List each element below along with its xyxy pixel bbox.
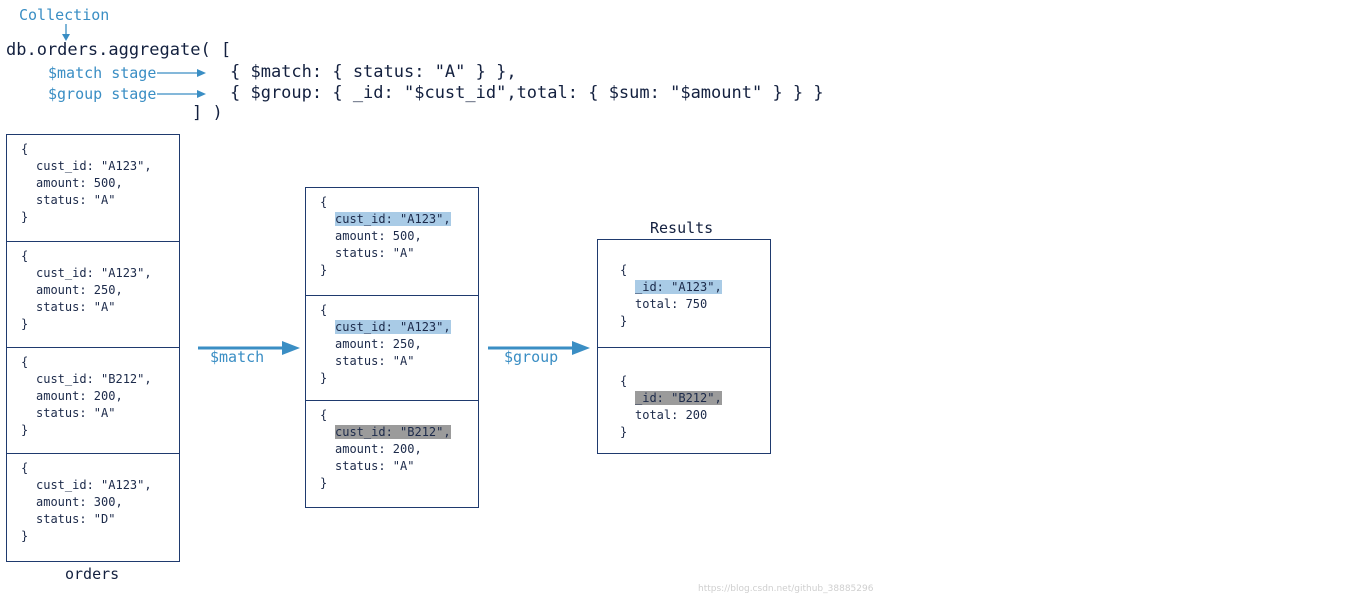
collection-arrow-icon <box>62 24 70 41</box>
doc-close-brace: } <box>320 263 328 277</box>
code-line-aggregate: db.orders.aggregate( [ <box>6 40 232 60</box>
doc-open-brace: { <box>320 303 328 317</box>
doc-cust-id-highlight: cust_id: "A123", <box>335 212 451 226</box>
doc-total: total: 200 <box>635 408 708 422</box>
doc-cust-id: cust_id: "A123", <box>36 159 152 173</box>
doc-amount: amount: 500, <box>36 176 123 190</box>
doc-close-brace: } <box>320 371 328 385</box>
matched-document: { cust_id: "A123", amount: 500, status: … <box>306 188 478 296</box>
doc-status: status: "D" <box>36 512 116 526</box>
doc-status: status: "A" <box>36 406 116 420</box>
doc-amount: amount: 200, <box>335 442 422 456</box>
match-stage-annotation: $match stage <box>48 64 157 82</box>
results-label: Results <box>650 219 714 237</box>
match-stage-label: $match <box>210 348 265 366</box>
doc-open-brace: { <box>320 195 328 209</box>
doc-close-brace: } <box>21 529 29 543</box>
doc-cust-id-highlight: cust_id: "A123", <box>335 320 451 334</box>
matched-document: { cust_id: "B212", amount: 200, status: … <box>306 400 478 506</box>
doc-id-highlight: _id: "A123", <box>635 280 722 294</box>
doc-close-brace: } <box>320 476 328 490</box>
doc-status: status: "A" <box>335 459 415 473</box>
doc-status: status: "A" <box>36 300 116 314</box>
orders-document: { cust_id: "A123", amount: 250, status: … <box>7 241 179 348</box>
orders-document: { cust_id: "B212", amount: 200, status: … <box>7 347 179 454</box>
matched-documents-box: { cust_id: "A123", amount: 500, status: … <box>305 187 479 508</box>
doc-amount: amount: 500, <box>335 229 422 243</box>
doc-open-brace: { <box>21 142 29 156</box>
collection-annotation: Collection <box>19 6 110 24</box>
doc-amount: amount: 250, <box>36 283 123 297</box>
doc-open-brace: { <box>21 355 29 369</box>
doc-close-brace: } <box>21 317 29 331</box>
doc-id-highlight: _id: "B212", <box>635 391 722 405</box>
doc-amount: amount: 200, <box>36 389 123 403</box>
watermark: https://blog.csdn.net/github_38885296 <box>698 584 874 594</box>
group-stage-label: $group <box>504 348 559 366</box>
doc-status: status: "A" <box>36 193 116 207</box>
doc-amount: amount: 250, <box>335 337 422 351</box>
doc-status: status: "A" <box>335 246 415 260</box>
doc-close-brace: } <box>21 423 29 437</box>
doc-cust-id: cust_id: "A123", <box>36 478 152 492</box>
code-line-match: { $match: { status: "A" } }, <box>230 62 517 82</box>
doc-close-brace: } <box>620 425 628 439</box>
doc-cust-id: cust_id: "A123", <box>36 266 152 280</box>
code-line-close: ] ) <box>192 103 223 123</box>
doc-total: total: 750 <box>635 297 708 311</box>
doc-open-brace: { <box>620 374 628 388</box>
orders-document: { cust_id: "A123", amount: 300, status: … <box>7 453 179 560</box>
doc-close-brace: } <box>21 210 29 224</box>
doc-cust-id: cust_id: "B212", <box>36 372 152 386</box>
orders-document: { cust_id: "A123", amount: 500, status: … <box>7 135 179 242</box>
results-box: { _id: "A123", total: 750 } { _id: "B212… <box>597 239 771 454</box>
doc-open-brace: { <box>320 408 328 422</box>
group-arrow-icon <box>488 341 590 355</box>
matched-document: { cust_id: "A123", amount: 250, status: … <box>306 295 478 401</box>
doc-close-brace: } <box>620 314 628 328</box>
group-stage-arrow-icon <box>157 90 206 98</box>
doc-status: status: "A" <box>335 354 415 368</box>
doc-amount: amount: 300, <box>36 495 123 509</box>
doc-open-brace: { <box>21 249 29 263</box>
orders-collection-box: { cust_id: "A123", amount: 500, status: … <box>6 134 180 562</box>
orders-label: orders <box>65 565 120 583</box>
result-document: { _id: "B212", total: 200 } <box>598 347 770 453</box>
result-document: { _id: "A123", total: 750 } <box>598 240 770 348</box>
match-arrow-icon <box>198 341 300 355</box>
code-line-group: { $group: { _id: "$cust_id",total: { $su… <box>230 83 824 103</box>
doc-open-brace: { <box>21 461 29 475</box>
doc-cust-id-highlight: cust_id: "B212", <box>335 425 451 439</box>
group-stage-annotation: $group stage <box>48 85 157 103</box>
doc-open-brace: { <box>620 263 628 277</box>
match-stage-arrow-icon <box>157 69 206 77</box>
